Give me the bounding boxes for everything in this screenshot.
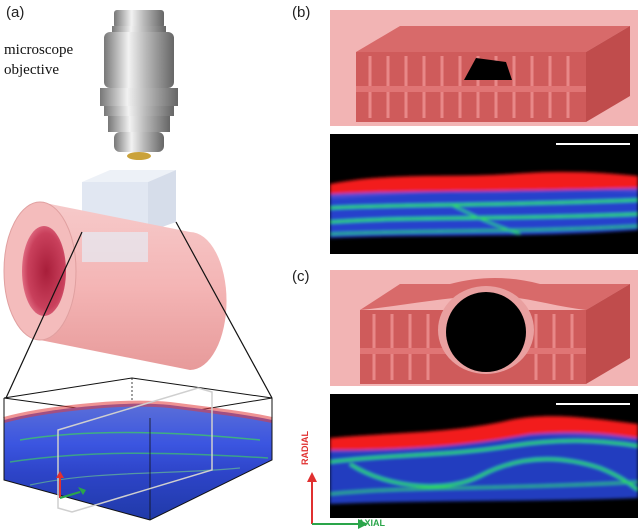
objective-label-line1: microscope xyxy=(4,42,74,58)
objective-label-line2: objective xyxy=(4,62,59,78)
tissue-volume-render xyxy=(3,377,273,521)
model-c-render xyxy=(330,270,638,386)
orientation-axes xyxy=(307,472,368,529)
panel-label-a: (a) xyxy=(6,4,25,21)
confocal-image-c xyxy=(330,394,638,518)
vessel-tube xyxy=(3,201,227,370)
microscope-objective xyxy=(100,10,178,160)
confocal-image-b xyxy=(330,134,638,254)
axial-axis-label: AXIAL xyxy=(358,518,385,528)
panel-a-schematic xyxy=(3,10,273,521)
radial-axis-label: RADIAL xyxy=(300,431,310,465)
objective-label: microscope objective xyxy=(4,40,73,80)
model-b-render xyxy=(330,10,638,126)
panel-label-c: (c) xyxy=(292,268,310,285)
panel-label-b: (b) xyxy=(292,4,311,21)
